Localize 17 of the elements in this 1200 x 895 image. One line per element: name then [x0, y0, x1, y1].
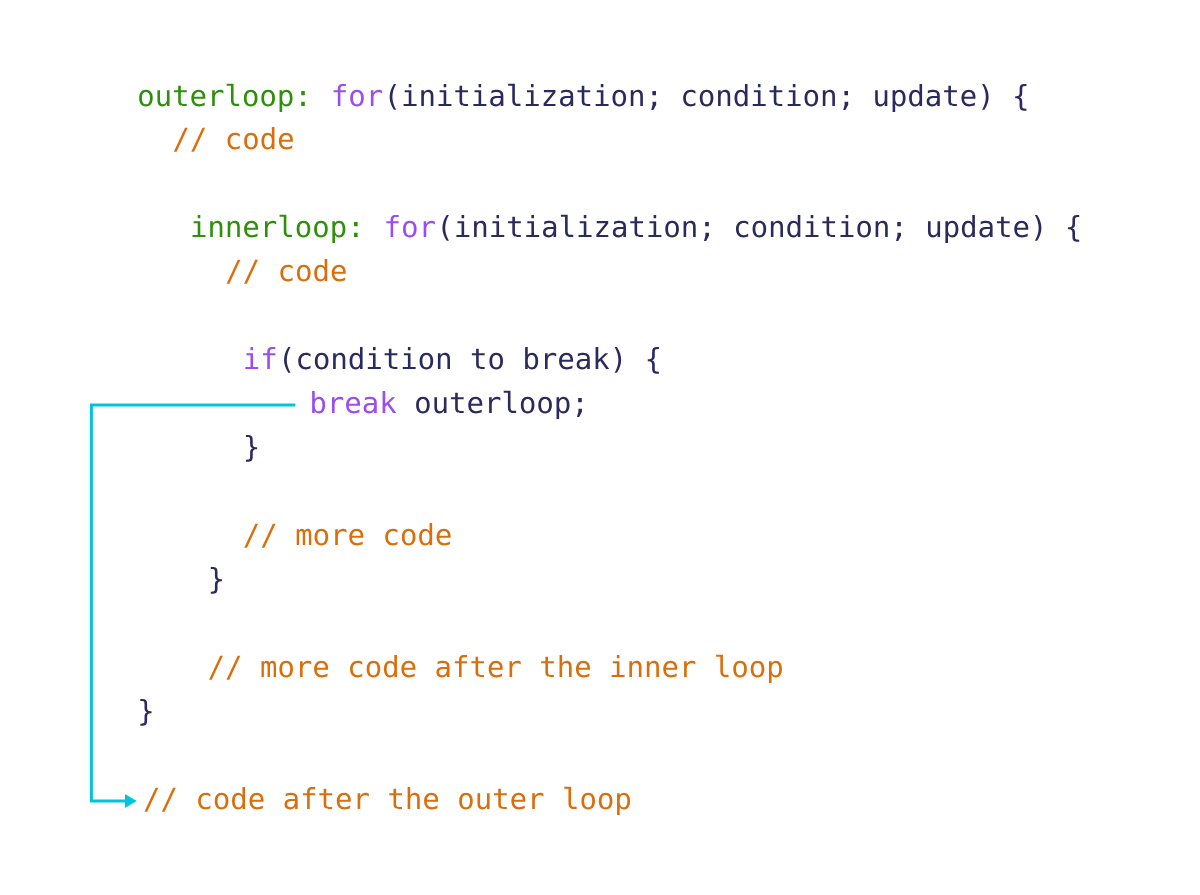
code-text: }	[245, 434, 258, 462]
code-text: for	[386, 214, 435, 238]
code-text: innerloop:	[192, 214, 358, 244]
code-text: (initialization; condition; update) {	[442, 214, 1080, 244]
code-text: if	[245, 346, 276, 369]
code-text: outerloop:	[139, 83, 305, 113]
code-line: break outerloop;	[312, 390, 582, 420]
code-text: // more code after the inner loop	[209, 654, 782, 684]
code-text: (initialization; condition; update) {	[389, 83, 1027, 113]
code-text: }	[140, 698, 152, 726]
code-text: }	[210, 566, 222, 594]
code-text: // more code	[244, 522, 451, 548]
code-text: for	[333, 83, 383, 107]
code-text: // code	[226, 258, 346, 284]
code-text: // code	[173, 126, 293, 152]
code-line: // code after the outer loop	[144, 786, 631, 816]
code-text: (condition to break) {	[284, 346, 659, 374]
